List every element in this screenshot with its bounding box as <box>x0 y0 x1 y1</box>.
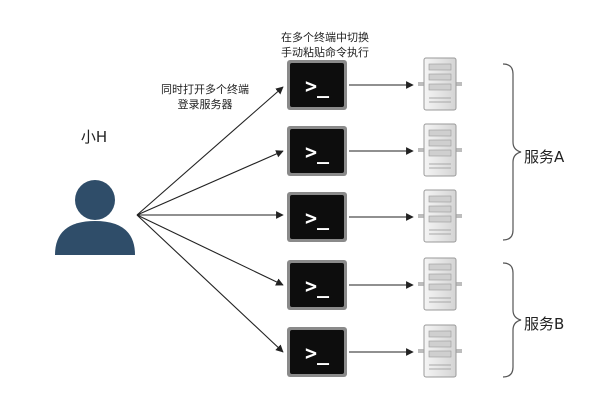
terminal-1: >_ <box>287 60 347 110</box>
terminal-prompt: >_ <box>305 341 330 365</box>
terminal-to-server-arrows <box>349 81 414 356</box>
server-icon <box>418 257 462 311</box>
arrow-to-terminal-5 <box>136 214 284 353</box>
server-1 <box>418 57 462 111</box>
user-to-terminal-arrows <box>136 86 284 353</box>
note-switch-line-2: 手动粘贴命令执行 <box>281 46 369 59</box>
note-open-line-1: 同时打开多个终端 <box>161 83 249 96</box>
terminal-3: >_ <box>287 192 347 242</box>
brace-group-a <box>502 63 522 241</box>
terminal-prompt: >_ <box>305 140 330 164</box>
server-2 <box>418 123 462 177</box>
terminal-prompt: >_ <box>305 206 330 230</box>
user-label: 小H <box>80 128 108 146</box>
group-b-label: 服务B <box>524 315 565 333</box>
server-icon <box>418 123 462 177</box>
note-switch-terminals: 在多个终端中切换 手动粘贴命令执行 <box>255 30 395 60</box>
server-3 <box>418 189 462 243</box>
server-icon <box>418 189 462 243</box>
arrow-to-terminal-2 <box>136 150 284 216</box>
terminal-5: >_ <box>287 327 347 377</box>
user-icon <box>55 180 135 255</box>
server-icon <box>418 57 462 111</box>
note-open-terminals: 同时打开多个终端 登录服务器 <box>135 82 275 112</box>
server-4 <box>418 257 462 311</box>
arrow-to-terminal-4 <box>136 214 284 286</box>
group-a-label: 服务A <box>524 148 565 166</box>
terminal-prompt: >_ <box>305 74 330 98</box>
note-open-line-2: 登录服务器 <box>177 98 233 111</box>
note-switch-line-1: 在多个终端中切换 <box>281 31 369 44</box>
server-icon <box>418 324 462 378</box>
arrow-to-terminal-1 <box>136 86 284 216</box>
terminal-4: >_ <box>287 260 347 310</box>
server-5 <box>418 324 462 378</box>
terminal-prompt: >_ <box>305 274 330 298</box>
terminal-2: >_ <box>287 126 347 176</box>
brace-group-b <box>502 262 522 378</box>
